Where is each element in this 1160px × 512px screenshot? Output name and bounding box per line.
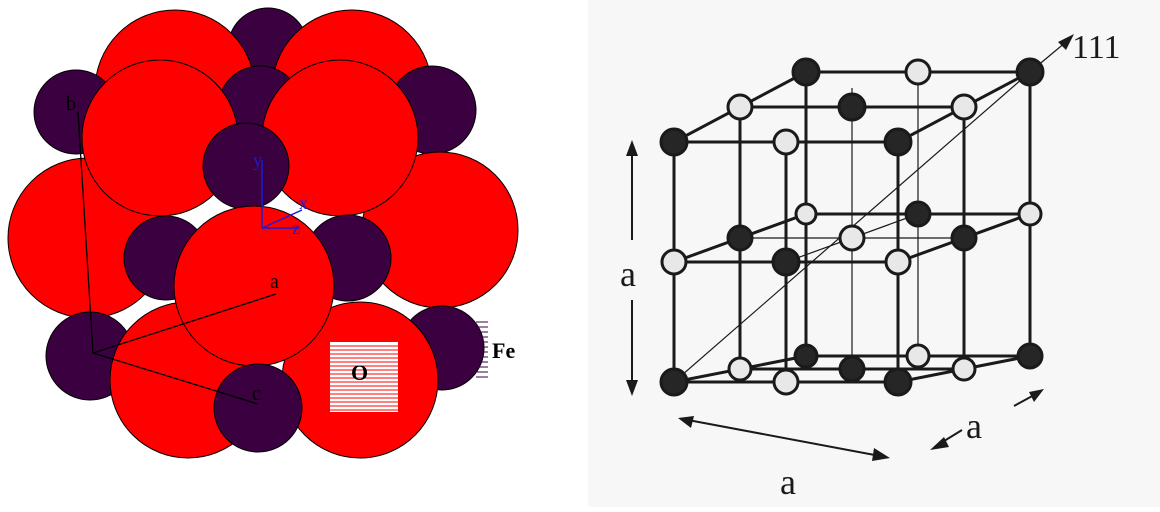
dark-atom	[950, 224, 978, 252]
feo-space-filling-model: b a c y x z O	[0, 0, 560, 507]
o-atom	[173, 205, 335, 367]
lattice-svg: 111	[620, 29, 1120, 502]
light-atom	[727, 356, 753, 382]
dark-atom	[659, 127, 689, 157]
dark-atom	[837, 92, 867, 122]
legend-fe-swatch	[476, 321, 488, 378]
light-atom	[1017, 201, 1043, 227]
dark-atom	[1016, 342, 1044, 370]
direction-arrowhead	[1058, 34, 1074, 50]
dark-atom	[726, 224, 754, 252]
dark-atom	[791, 57, 821, 87]
coord-label-y: y	[253, 150, 262, 170]
light-atom	[904, 58, 932, 86]
light-atom	[726, 93, 754, 121]
light-atom	[794, 202, 818, 226]
light-atom	[838, 224, 866, 252]
edge-label-height: a	[620, 254, 636, 294]
edge-label-width: a	[780, 462, 796, 502]
light-atom	[951, 356, 977, 382]
feo-model-svg: b a c y x z O	[7, 7, 519, 459]
fe-atom	[213, 363, 303, 453]
cubic-lattice-diagram: 111	[588, 0, 1160, 507]
dark-atom	[771, 247, 801, 277]
light-atom	[772, 128, 800, 156]
dark-atom	[838, 355, 866, 383]
edge-label-depth: a	[966, 406, 982, 446]
coordinate-axes	[261, 160, 303, 229]
light-atom	[950, 93, 978, 121]
unit-cell-vectors	[77, 111, 277, 405]
axis-label-c: c	[252, 383, 261, 405]
direction-label-111: 111	[1072, 29, 1120, 66]
fe-atom	[202, 122, 290, 210]
legend-fe-label: Fe	[492, 338, 515, 363]
dark-atom	[904, 200, 932, 228]
light-atom	[660, 248, 688, 276]
legend-o-label: O	[351, 360, 368, 385]
dark-atom	[1015, 57, 1045, 87]
axis-label-a: a	[270, 271, 279, 293]
dark-atom	[883, 127, 913, 157]
dark-atom	[659, 367, 689, 397]
light-atom	[772, 368, 800, 396]
axis-label-b: b	[66, 93, 76, 115]
legend-o-swatch	[330, 342, 398, 412]
coord-label-x: x	[299, 193, 308, 213]
coord-label-z: z	[292, 218, 300, 238]
light-atom	[905, 343, 931, 369]
dark-atom	[883, 367, 913, 397]
dark-atom	[793, 343, 819, 369]
light-atom	[884, 248, 912, 276]
o-atom	[261, 59, 419, 217]
